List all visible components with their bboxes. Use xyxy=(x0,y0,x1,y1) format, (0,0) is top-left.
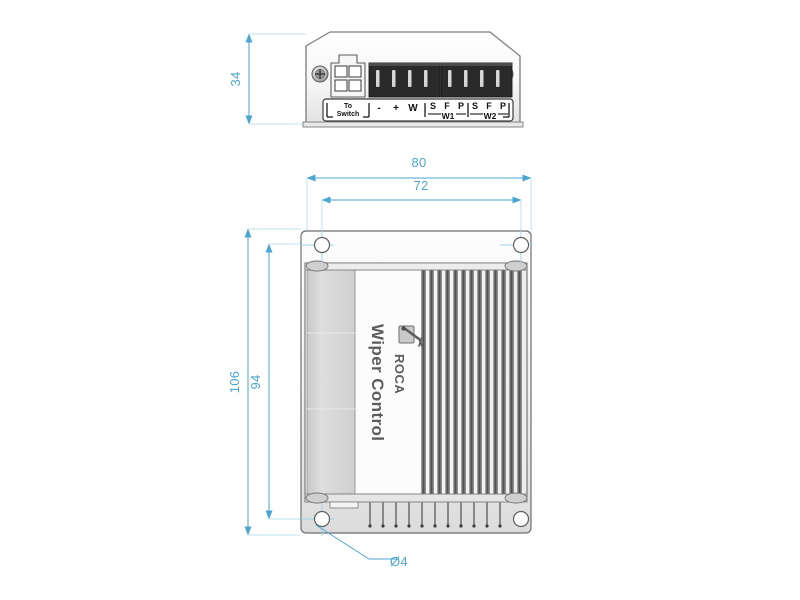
dimension-72-label: 72 xyxy=(413,178,428,193)
legend-w1-pin-f: F xyxy=(444,101,450,111)
dimension-80-label: 80 xyxy=(411,155,426,170)
product-logo: ROCA Wiper Control xyxy=(368,324,423,441)
side-panel xyxy=(306,264,356,500)
top-view-chamfer-highlight xyxy=(305,31,521,57)
body-rail-top xyxy=(304,262,528,271)
terminal-legend-plate xyxy=(322,98,514,122)
legend-w2-caption: W2 xyxy=(484,111,497,121)
terminal-strip-top-edge xyxy=(369,63,512,66)
connector-pin-4 xyxy=(348,79,362,92)
terminal-block-w1 xyxy=(368,62,441,98)
dimension-34: 34 xyxy=(228,33,306,125)
legend-w2-pin-p: P xyxy=(500,101,506,111)
bottom-left-notch xyxy=(329,501,359,509)
connector-block xyxy=(330,54,366,98)
top-view: 34 xyxy=(228,31,524,128)
bottom-vent-slots xyxy=(329,501,502,528)
screw-left xyxy=(311,65,329,83)
connector-pin-3 xyxy=(334,79,348,92)
legend-w1-pin-p: P xyxy=(458,101,464,111)
screw-left-phillips-slot xyxy=(314,68,326,80)
mounting-hole-top-right xyxy=(500,229,533,262)
dimension-94-label: 94 xyxy=(248,374,263,389)
terminal-slots xyxy=(376,70,500,87)
legend-power-pin-2: + xyxy=(393,103,399,114)
legend-w2-pin-s: S xyxy=(472,101,478,111)
body-rail-bottom xyxy=(304,493,528,503)
legend-to-switch-line1: To xyxy=(344,103,352,110)
logo-product-text: Wiper Control xyxy=(368,324,387,441)
dimension-80: 80 xyxy=(306,155,532,238)
standoff-top-right xyxy=(504,260,528,272)
mounting-hole-bottom-left xyxy=(301,503,334,536)
mounting-hole-bottom-right xyxy=(512,510,530,528)
standoff-bottom-left xyxy=(305,492,329,504)
dimension-106: 106 xyxy=(227,228,300,536)
callout-label: Ø4 xyxy=(390,554,408,569)
legend-w1-caption: W1 xyxy=(442,111,455,121)
legend-w2-pin-f: F xyxy=(486,101,492,111)
hole-diameter-callout: Ø4 xyxy=(315,524,408,569)
standoff-top-left xyxy=(305,260,329,272)
legend-power-pin-3: W xyxy=(408,103,418,114)
dimension-34-label: 34 xyxy=(228,71,243,86)
top-view-base-plate xyxy=(302,121,524,128)
callout-leader-line xyxy=(315,524,399,560)
terminal-strip xyxy=(368,62,513,98)
connector-pin-2 xyxy=(348,65,362,78)
dimension-106-label: 106 xyxy=(227,371,242,394)
legend-w1-pin-s: S xyxy=(430,101,436,111)
mounting-hole-top-left xyxy=(301,229,334,262)
standoff-bottom-right xyxy=(504,492,528,504)
front-view: 80 72 106 94 xyxy=(227,155,533,569)
label-face xyxy=(356,266,420,498)
logo-brand-text: ROCA xyxy=(392,354,407,394)
heatsink-fins xyxy=(421,266,522,498)
wiper-icon xyxy=(398,325,423,347)
legend-to-switch-line2: Switch xyxy=(337,111,360,118)
dimension-94: 94 xyxy=(248,243,306,520)
bottom-vent-slot-ends xyxy=(368,524,502,528)
connector-pin-1 xyxy=(334,65,348,78)
terminal-block-w2 xyxy=(440,62,513,98)
legend-power-pin-1: - xyxy=(377,103,380,114)
terminal-legend: To Switch - + W S F P W1 S F P W2 xyxy=(322,98,514,122)
